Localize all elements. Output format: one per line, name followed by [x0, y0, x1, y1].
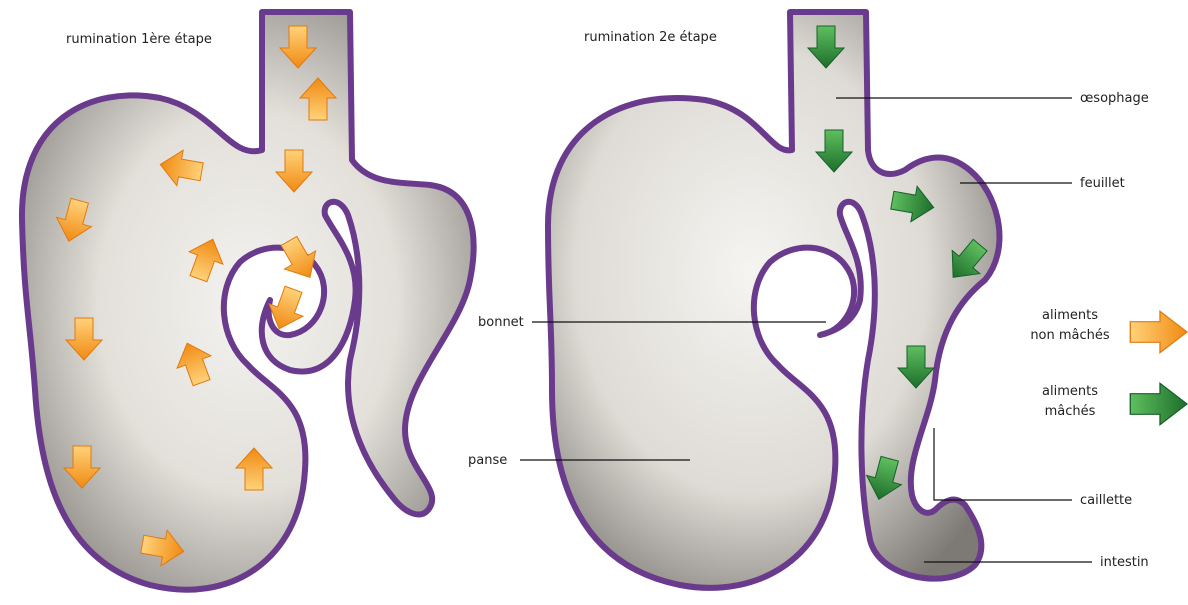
orange-arrow-icon [1130, 311, 1187, 352]
label-oesophage: œsophage [1080, 91, 1149, 106]
label-bonnet: bonnet [478, 315, 524, 330]
label-panse: panse [468, 453, 507, 468]
legend-unchewed-line1: aliments [1010, 306, 1130, 326]
leader-caillette [934, 428, 1072, 500]
title-stage2: rumination 2e étape [584, 30, 717, 45]
legend-chewed-line1: aliments [1010, 382, 1130, 402]
label-intestin: intestin [1100, 555, 1149, 570]
legend-unchewed-label: aliments non mâchés [1010, 306, 1130, 346]
label-feuillet: feuillet [1080, 176, 1125, 191]
rumen-stage1 [22, 12, 474, 590]
legend-chewed-line2: mâchés [1010, 402, 1130, 422]
title-stage1: rumination 1ère étape [66, 32, 212, 47]
label-caillette: caillette [1080, 493, 1132, 508]
legend-unchewed-line2: non mâchés [1010, 326, 1130, 346]
legend-chewed-label: aliments mâchés [1010, 382, 1130, 422]
legend-icons [1130, 311, 1187, 424]
stomach-stage1 [22, 12, 474, 590]
green-arrow-icon [1130, 383, 1187, 424]
